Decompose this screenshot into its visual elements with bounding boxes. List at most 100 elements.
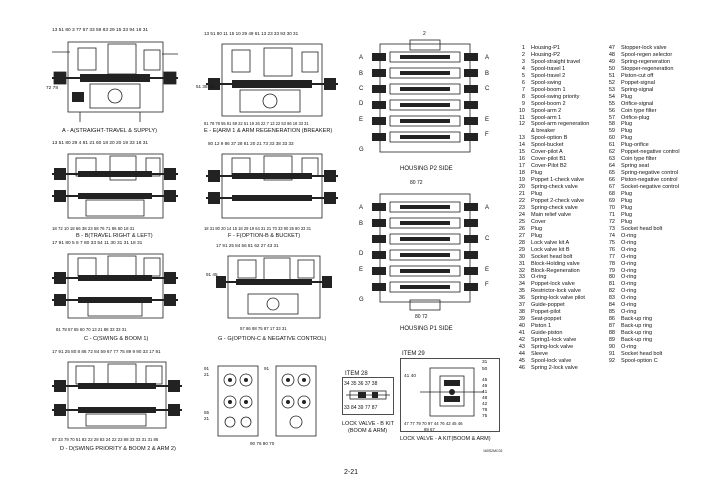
section-f-caption: F - F(OPTION-B & BUCKET) — [228, 233, 301, 239]
part-number: 21 — [518, 191, 525, 198]
item29-callout-right-6: 48 — [482, 396, 488, 401]
part-number: 5 — [521, 72, 525, 79]
part-description: Poppet-signal — [621, 79, 655, 86]
part-number: 34 — [518, 281, 525, 288]
housing-p2-bottom-callouts: 80 72 — [410, 180, 423, 186]
housing-p2-section-e-right: E — [485, 117, 490, 123]
item28-top-callouts: 34 35 36 37 38 — [344, 381, 378, 387]
part-number: 17 — [518, 163, 525, 170]
part-description: Plug — [621, 197, 633, 204]
part-description: Spring-check valve — [531, 184, 578, 191]
part-description: Cover-Pilot B2 — [531, 163, 567, 170]
item29-frame — [400, 358, 500, 432]
part-description: Poppet 1-check valve — [531, 177, 585, 184]
part-number: 31 — [518, 260, 525, 267]
part-description: Spool-bucket — [531, 142, 564, 149]
parts-list-row: 19 Poppet 1-check valve — [511, 177, 589, 184]
part-description: Plug — [621, 121, 633, 128]
parts-list-row: 21 Plug — [511, 191, 589, 198]
part-description: O-ring — [621, 267, 637, 274]
part-description: Spool-option C — [621, 357, 658, 364]
part-number: 55 — [608, 100, 615, 107]
housing-p1-section-g-left: G — [359, 297, 364, 303]
part-number: 73 — [608, 225, 615, 232]
housing-p1-label: HOUSING P1 SIDE — [400, 326, 453, 332]
part-description: Spool-boom 1 — [531, 86, 566, 93]
detail-view-left-callout-2: 21 — [204, 372, 210, 377]
part-number: 19 — [518, 177, 525, 184]
part-number: 92 — [608, 357, 615, 364]
part-description: Spool-boom 2 — [531, 100, 566, 107]
part-description: Cover-pilot A — [531, 149, 563, 156]
part-number: 70 — [608, 204, 615, 211]
housing-p2-section-g-left: G — [359, 147, 364, 153]
part-number: 71 — [608, 211, 615, 218]
section-b-caption: B - B(TRAVEL RIGHT & LEFT) — [76, 233, 153, 239]
part-number: 14 — [518, 142, 525, 149]
part-number: 65 — [608, 170, 615, 177]
section-d-caption: D - D(SWING PRIORITY & BOOM 2 & ARM 2) — [60, 446, 176, 452]
part-number: 58 — [608, 121, 615, 128]
part-number: 39 — [518, 316, 525, 323]
part-number: 6 — [521, 79, 525, 86]
part-description: Plug — [621, 218, 633, 225]
part-description: O-ring — [621, 239, 637, 246]
part-description: Guide-piston — [531, 330, 563, 337]
part-description: Spool-straight travel — [531, 58, 581, 65]
part-number: 90 — [608, 343, 615, 350]
part-description: Plug — [531, 191, 543, 198]
section-c-top-callouts: 17 91 80 5 6 7 80 33 54 11 30 31 31 18 3… — [52, 241, 143, 246]
part-number: 27 — [518, 232, 525, 239]
part-description: O-ring — [531, 274, 547, 281]
parts-list-row: 92 Spool-option C — [601, 358, 680, 365]
part-description: Spring-regeneration — [621, 58, 671, 65]
part-number: 66 — [608, 177, 615, 184]
part-description: Socket-negative control — [621, 184, 679, 191]
item29-callout-right-3: 45 — [482, 378, 488, 383]
section-g-bottom-callouts: 57 86 88 75 87 17 33 31 — [240, 326, 287, 331]
part-number: 60 — [608, 135, 615, 142]
part-description: Cover — [531, 218, 546, 225]
housing-p1-section-b-left: B — [359, 221, 364, 227]
section-c-caption: C - C(SWING & BOOM 1) — [84, 336, 149, 342]
part-description: Back-up ring — [621, 323, 653, 330]
part-description: O-ring — [621, 295, 637, 302]
part-description: Plug — [621, 93, 633, 100]
part-number: 53 — [608, 86, 615, 93]
detail-view-left-callout-1: 91 — [204, 366, 210, 371]
part-description: Block-Regeneration — [531, 267, 580, 274]
part-description: Lock valve kit B — [531, 246, 570, 253]
part-number: 40 — [518, 323, 525, 330]
detail-view-left-callout-4: 21 — [204, 416, 210, 421]
part-description: Cover-pilot B1 — [531, 156, 567, 163]
section-f-top-callouts: 80 12 9 86 37 28 81 20 21 73 33 38 33 33 — [208, 141, 294, 146]
part-description: Coin type filter — [621, 107, 657, 114]
part-number: 41 — [518, 330, 525, 337]
housing-p2-section-b-left: B — [359, 71, 364, 77]
part-number: 26 — [518, 225, 525, 232]
housing-p1-drawing — [372, 193, 478, 311]
part-description: Poppet-pilot — [531, 309, 561, 316]
detail-view-left-callout-3: 55 — [204, 410, 210, 415]
part-number: 89 — [608, 337, 615, 344]
housing-p2-section-a-right: A — [485, 55, 490, 61]
